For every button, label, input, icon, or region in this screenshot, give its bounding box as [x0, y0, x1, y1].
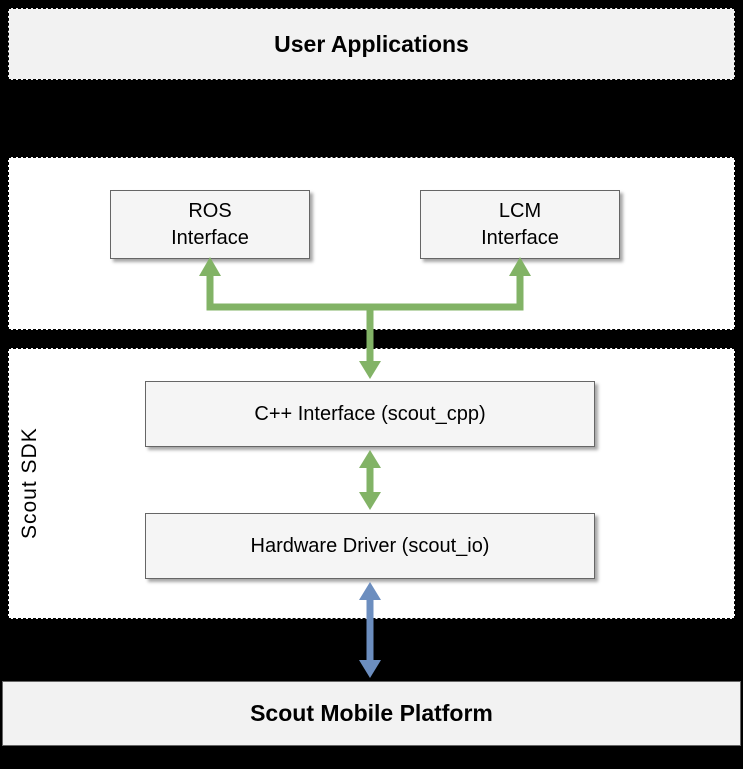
scout-sdk-section-label: Scout SDK [18, 427, 41, 540]
hardware-driver-label: Hardware Driver (scout_io) [250, 534, 490, 557]
user-applications-box: User Applications [8, 8, 735, 80]
ros-interface-box: ROS Interface [110, 190, 310, 259]
lcm-interface-label: LCM Interface [481, 199, 559, 249]
cpp-interface-box: C++ Interface (scout_cpp) [145, 381, 595, 447]
arrowhead-down-platform [359, 660, 381, 678]
scout-mobile-platform-box: Scout Mobile Platform [2, 681, 741, 746]
user-applications-label: User Applications [274, 30, 469, 57]
scout-mobile-platform-label: Scout Mobile Platform [250, 700, 493, 726]
cpp-interface-label: C++ Interface (scout_cpp) [254, 402, 486, 425]
hardware-driver-box: Hardware Driver (scout_io) [145, 513, 595, 579]
lcm-interface-box: LCM Interface [420, 190, 620, 259]
ros-interface-label: ROS Interface [171, 199, 249, 249]
